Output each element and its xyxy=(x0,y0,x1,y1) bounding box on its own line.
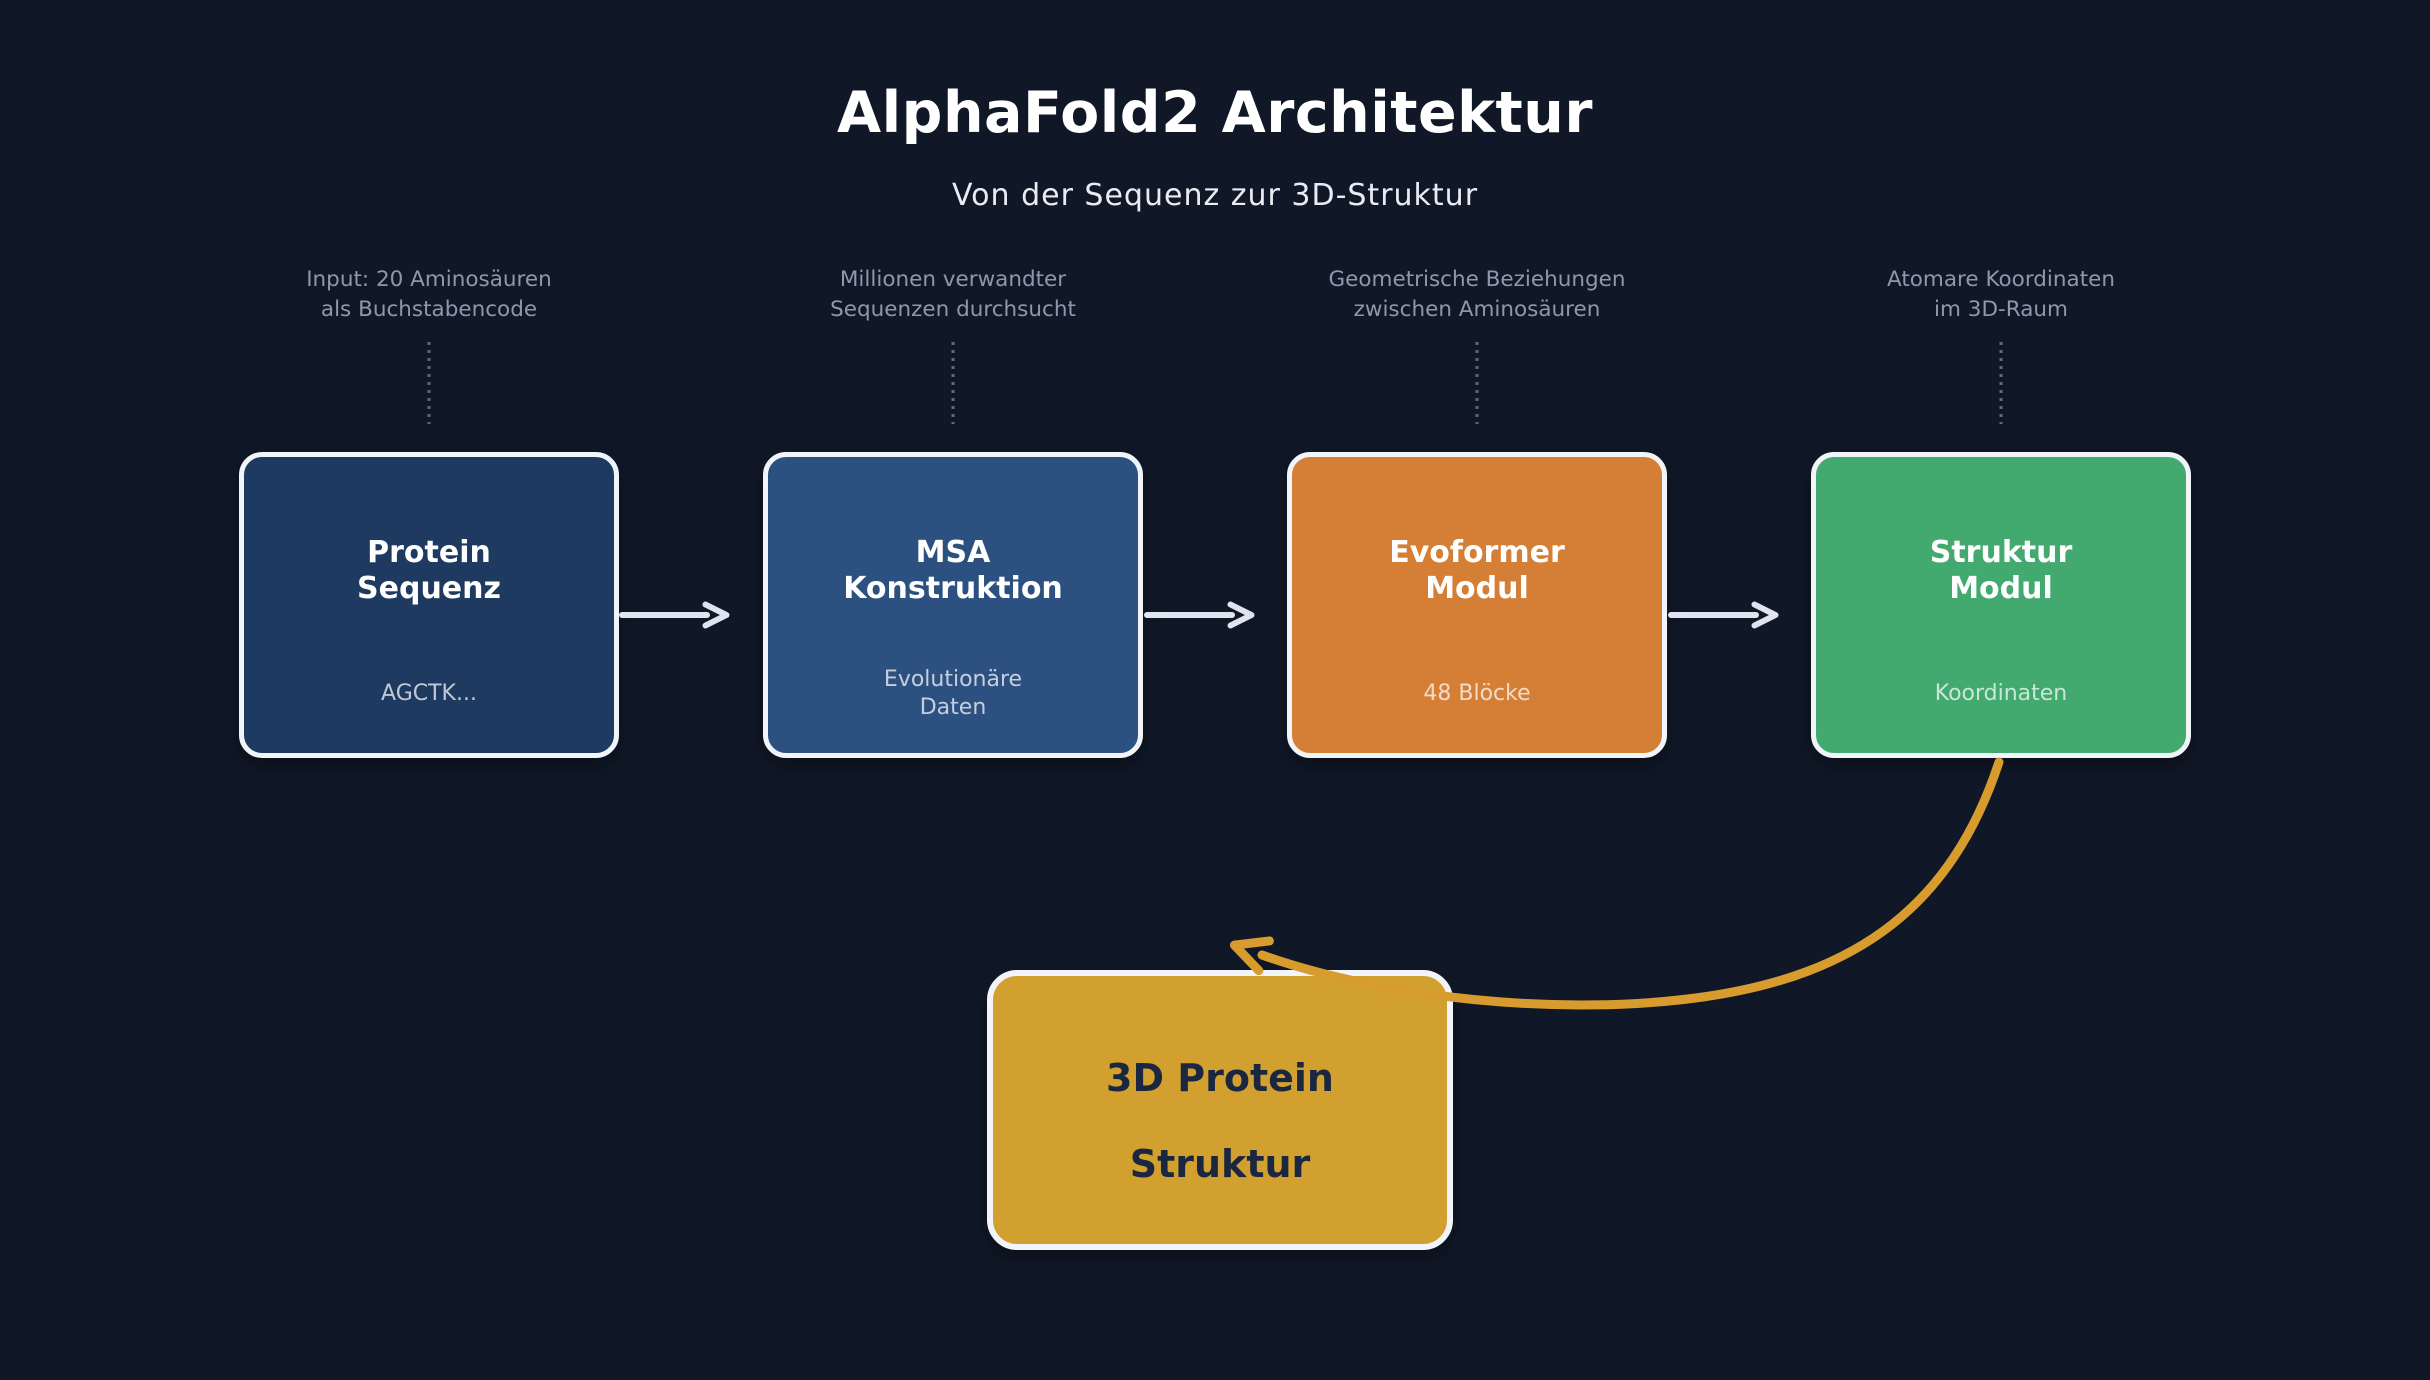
stage-annotation: Input: 20 Aminosäuren als Buchstabencode xyxy=(306,267,552,322)
stage-annotation: Atomare Koordinaten im 3D-Raum xyxy=(1887,267,2115,322)
stage-box-title: Protein Sequenz xyxy=(357,534,501,606)
stage-protein-sequenz: Input: 20 Aminosäuren als Buchstabencode… xyxy=(239,0,619,1380)
stage-box-msa-konstruktion: MSA Konstruktion Evolutionäre Daten xyxy=(763,452,1143,758)
stage-box-struktur-modul: Struktur Modul Koordinaten xyxy=(1811,452,2191,758)
stage-box-title: Evoformer Modul xyxy=(1389,534,1565,606)
dotted-connector-icon xyxy=(1475,342,1479,424)
dotted-connector-icon xyxy=(1999,342,2003,424)
dotted-connector-icon xyxy=(427,342,431,424)
result-box-3d-protein-struktur: 3D Protein Struktur xyxy=(987,970,1453,1250)
result-box-line2: Struktur xyxy=(1129,1141,1311,1186)
stage-box-title: Struktur Modul xyxy=(1929,534,2073,606)
page-subtitle: Von der Sequenz zur 3D-Struktur xyxy=(951,178,1479,213)
stage-struktur-modul: Atomare Koordinaten im 3D-Raum Struktur … xyxy=(1811,0,2191,1380)
stage-box-subtitle: AGCTK... xyxy=(381,680,477,706)
stage-annotation: Millionen verwandter Sequenzen durchsuch… xyxy=(830,267,1076,322)
dotted-connector-icon xyxy=(951,342,955,424)
result-box-line1: 3D Protein xyxy=(1106,1055,1334,1100)
stage-box-subtitle: Koordinaten xyxy=(1934,680,2068,706)
stage-box-evoformer-modul: Evoformer Modul 48 Blöcke xyxy=(1287,452,1667,758)
stage-box-protein-sequenz: Protein Sequenz AGCTK... xyxy=(239,452,619,758)
stage-box-title: MSA Konstruktion xyxy=(843,534,1063,606)
stage-annotation: Geometrische Beziehungen zwischen Aminos… xyxy=(1328,267,1626,322)
stage-msa-konstruktion: Millionen verwandter Sequenzen durchsuch… xyxy=(763,0,1143,1380)
stage-box-subtitle: 48 Blöcke xyxy=(1423,680,1531,706)
stage-evoformer-modul: Geometrische Beziehungen zwischen Aminos… xyxy=(1287,0,1667,1380)
page-title: AlphaFold2 Architektur xyxy=(836,80,1593,146)
stage-box-subtitle: Evolutionäre Daten xyxy=(883,666,1023,720)
